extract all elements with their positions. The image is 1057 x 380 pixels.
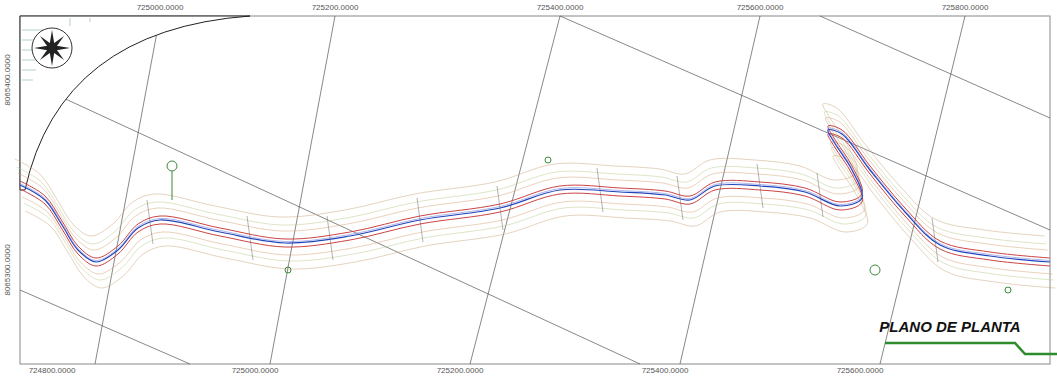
station-markers xyxy=(167,157,1011,293)
coordinate-label: 725200.0000 xyxy=(310,3,361,13)
road-alignment xyxy=(15,104,1055,288)
section-tick xyxy=(247,216,253,260)
contour-line xyxy=(18,118,1048,250)
coordinate-label: 8065400.0000 xyxy=(3,52,13,107)
section-tick xyxy=(147,200,153,244)
coordinate-label: 725000.0000 xyxy=(230,366,281,376)
coordinate-label: 725400.0000 xyxy=(535,3,586,13)
road-line xyxy=(20,130,1050,262)
coordinate-label: 725600.0000 xyxy=(735,3,786,13)
section-tick xyxy=(417,198,423,242)
coordinate-grid xyxy=(20,16,1050,364)
coordinate-label: 724800.0000 xyxy=(27,366,78,376)
coordinate-label: 725800.0000 xyxy=(940,3,991,13)
section-tick xyxy=(757,164,763,208)
section-tick xyxy=(932,218,938,262)
coordinate-label: 725600.0000 xyxy=(835,366,886,376)
road-line xyxy=(20,126,1050,258)
coordinate-label: 8065300.0000 xyxy=(3,242,13,297)
road-line xyxy=(20,128,1050,260)
sheet-frame xyxy=(20,16,1050,364)
section-tick xyxy=(677,176,683,220)
plan-title: PLANO DE PLANTA xyxy=(877,322,1022,332)
coordinate-label: 725000.0000 xyxy=(135,3,186,13)
contour-line xyxy=(16,112,1046,244)
section-tick xyxy=(497,186,503,230)
title-underline xyxy=(885,343,1057,354)
section-tick xyxy=(817,173,823,217)
section-tick xyxy=(597,168,603,212)
coordinate-label: 725400.0000 xyxy=(640,366,691,376)
section-tick xyxy=(327,216,333,260)
coordinate-label: 725200.0000 xyxy=(435,366,486,376)
contour-line xyxy=(24,148,1054,280)
compass-corner xyxy=(20,16,250,190)
